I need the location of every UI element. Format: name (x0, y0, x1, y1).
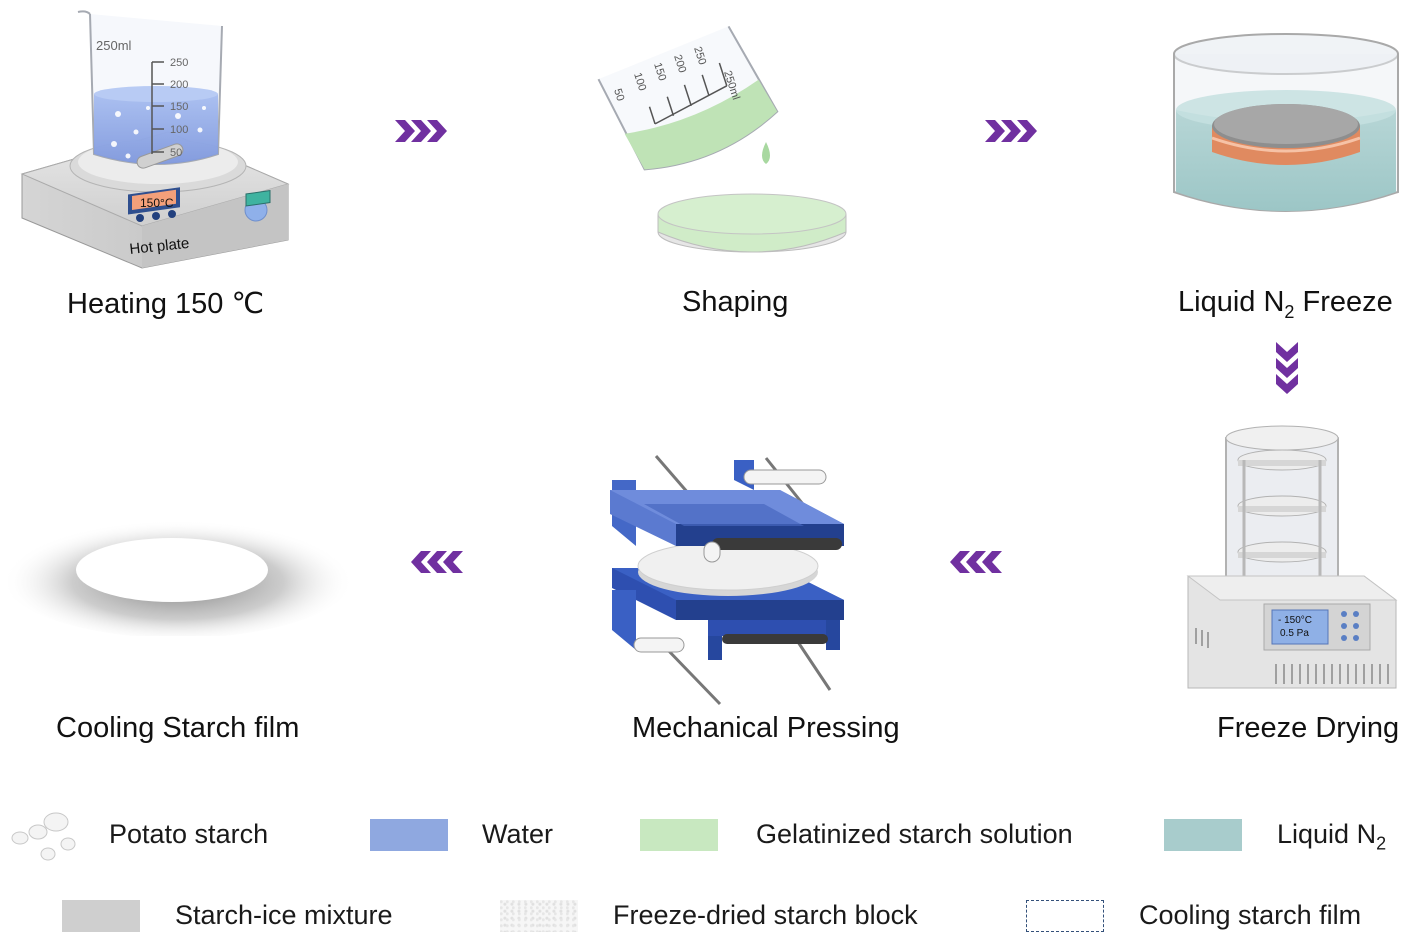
step-label-cooling-starch-film: Cooling Starch film (56, 712, 300, 744)
legend-swatch-starch-ice (62, 900, 140, 932)
beaker-mark: 150 (651, 61, 668, 82)
arrow-left-icon (950, 551, 1002, 573)
freeze-dryer-display-temp: - 150°C (1278, 615, 1312, 626)
mechanical-pressing-illustration (610, 455, 844, 706)
step-label-heating: Heating 150 ℃ (67, 288, 265, 320)
freeze-dryer-display-pressure: 0.5 Pa (1280, 628, 1309, 639)
beaker-mark: 50 (170, 147, 182, 159)
liquid-n2-freeze-illustration (1173, 33, 1399, 212)
legend-swatch-water (370, 819, 448, 851)
step-label-shaping: Shaping (682, 286, 789, 318)
beaker-mark: 100 (170, 124, 188, 136)
hotplate-temp-display: 150°C (140, 196, 174, 210)
arrow-right-icon (395, 120, 447, 142)
beaker-volume-label: 250ml (96, 38, 132, 53)
legend-freeze-dried: Freeze-dried starch block (613, 900, 918, 930)
shaping-illustration: 50 100 150 200 250 250ml (597, 25, 847, 253)
potato-starch-icon (11, 812, 76, 861)
legend-swatch-cooling-film (1026, 900, 1104, 932)
liquid-n2-label-tail: Freeze (1294, 286, 1393, 318)
legend-swatch-gelatinized (640, 819, 718, 851)
beaker-mark: 100 (631, 71, 648, 92)
beaker-mark: 150 (170, 101, 188, 113)
heating-illustration: 250ml 250 200 150 100 50 150°C Hot plate (20, 10, 290, 269)
liquid-n2-label-sub: 2 (1284, 301, 1295, 322)
legend-liquid-n2-main: Liquid N (1277, 819, 1377, 849)
beaker-mark: 200 (671, 53, 688, 74)
legend-liquid-n2-sub: 2 (1376, 833, 1387, 854)
beaker-mark: 50 (611, 87, 626, 102)
hotplate-label: Hot plate (129, 235, 190, 258)
beaker-mark: 200 (170, 79, 188, 91)
beaker-mark: 250 (691, 45, 708, 66)
legend-swatch-liquid-n2 (1164, 819, 1242, 851)
legend-cooling-film: Cooling starch film (1139, 900, 1362, 930)
legend-liquid-n2: Liquid N2 (1277, 819, 1386, 854)
legend-water: Water (482, 819, 554, 849)
step-label-liquid-n2-freeze: Liquid N2 Freeze (1178, 286, 1393, 323)
arrow-left-icon (411, 551, 463, 573)
legend-gelatinized: Gelatinized starch solution (756, 819, 1073, 849)
beaker-mark: 250 (170, 57, 188, 69)
step-label-freeze-drying: Freeze Drying (1217, 712, 1400, 744)
liquid-n2-label-main: Liquid N (1178, 286, 1285, 318)
arrow-down-icon (1276, 342, 1298, 394)
freeze-drying-illustration: - 150°C 0.5 Pa (1186, 425, 1398, 689)
cooling-starch-film-illustration (2, 514, 350, 636)
arrow-right-icon (985, 120, 1037, 142)
step-label-mechanical-pressing: Mechanical Pressing (632, 712, 900, 744)
legend-potato-starch: Potato starch (109, 819, 269, 849)
legend-starch-ice: Starch-ice mixture (175, 900, 393, 930)
legend-swatch-freeze-dried (500, 900, 578, 932)
